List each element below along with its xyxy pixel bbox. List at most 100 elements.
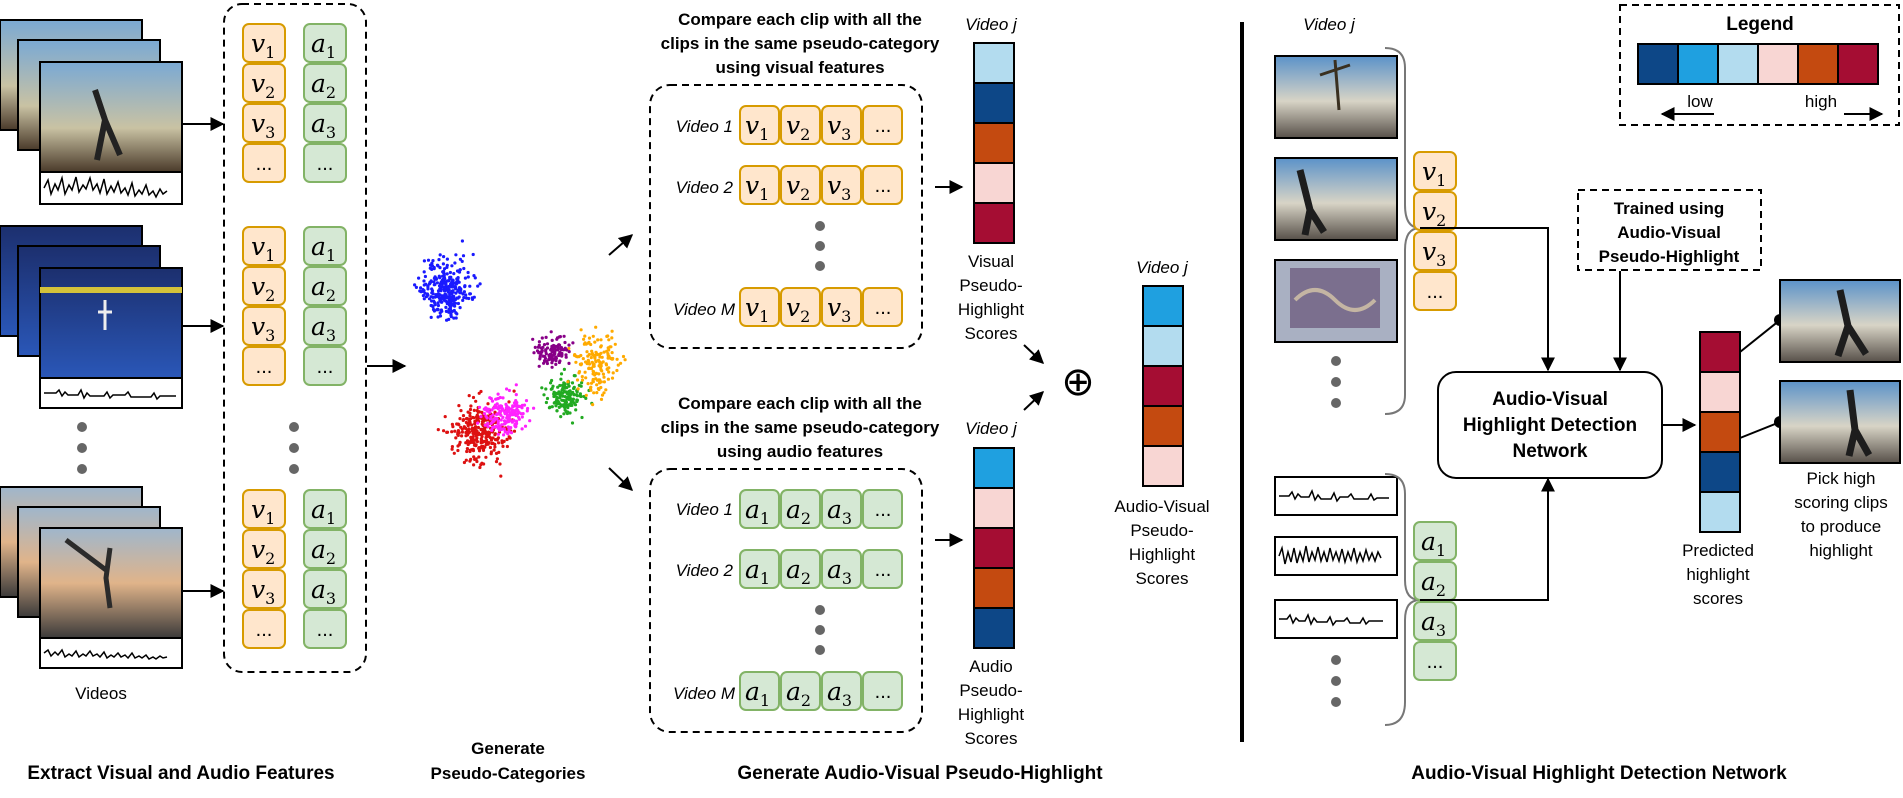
scatter-point [583,370,587,374]
svg-text:v2: v2 [251,272,275,305]
scatter-point [514,413,518,418]
scatter-point [493,410,497,414]
scatter-point [423,291,427,295]
scatter-point [575,378,580,382]
scatter-point [428,263,433,267]
scatter-point [501,396,505,400]
section-title-extract: Extract Visual and Audio Features [27,763,334,784]
combined-score-column [1142,285,1184,487]
scatter-point [480,420,485,424]
scatter-point [484,455,488,459]
scatter-point [439,287,443,291]
scatter-point [597,372,601,376]
scatter-point [453,301,458,305]
feature-cell [862,105,903,145]
scatter-point [517,417,521,421]
scatter-point [590,349,594,353]
scatter-point [558,383,562,388]
scatter-point [509,426,513,430]
scatter-point [460,239,464,243]
scatter-point [457,404,461,408]
scatter-point [616,363,620,367]
scatter-point [566,410,570,414]
scatter-point [598,361,602,365]
scatter-point [449,315,453,319]
scatter-point [506,425,510,429]
scatter-point [466,442,470,447]
scatter-point [485,407,489,411]
feature-group-2: v1 v2 v3 ... a1 a2 a3 ... [242,226,347,386]
scatter-point [564,355,568,359]
scatter-point [452,316,456,320]
scatter-point [545,346,550,350]
scatter-point [494,460,499,464]
scatter-point [540,386,544,390]
scatter-point [613,342,617,346]
network-audio-waves [1274,476,1398,639]
scatter-point [537,364,541,368]
scatter-point [435,281,439,285]
scatter-point [465,447,469,451]
scatter-point [579,328,583,332]
svg-text:Video M: Video M [673,300,736,319]
scatter-point [445,272,449,276]
video-dots [77,422,87,474]
scatter-point [557,405,561,409]
scatter-point [574,408,578,412]
scatter-point [442,429,446,433]
scatter-point [544,335,548,339]
scatter-point [443,289,447,293]
scatter-point [471,447,475,451]
svg-text:Pseudo-: Pseudo- [959,276,1022,295]
scatter-point [468,292,472,296]
scatter-point [595,391,599,395]
scatter-point [499,418,503,422]
scatter-point [469,404,473,408]
svg-text:Visual: Visual [968,252,1014,271]
scatter-point [520,406,524,410]
pseudo-category-scatter [413,239,627,478]
scatter-point [573,374,577,378]
scatter-point [450,430,454,434]
scatter-point [571,397,576,401]
scatter-point [560,403,564,408]
scatter-point [464,434,468,438]
legend-high: high [1805,92,1837,111]
scatter-point [552,401,556,405]
scatter-point [569,403,573,407]
svg-text:Scores: Scores [965,324,1018,343]
scatter-point [487,431,492,435]
scatter-point [528,419,532,423]
scatter-point [591,353,595,357]
scatter-point [451,290,455,294]
trained-line2: Audio-Visual [1617,223,1721,242]
scatter-point [591,377,595,382]
scatter-point [455,281,459,285]
svg-text:Pseudo-: Pseudo- [1130,521,1193,540]
scatter-point [512,429,517,433]
compare-visual-line2: clips in the same pseudo-category [661,34,940,53]
scatter-point [488,436,492,440]
scatter-point [477,449,482,453]
scatter-point [514,393,518,397]
svg-text:...: ... [256,619,273,641]
scatter-point [453,297,458,302]
scatter-point [462,266,466,271]
svg-text:Pseudo-: Pseudo- [959,681,1022,700]
scatter-point [466,417,470,421]
scatter-point [432,309,436,313]
scatter-point [495,412,499,417]
scatter-point [525,409,529,413]
legend-title: Legend [1726,14,1794,35]
scatter-point [515,404,519,408]
trained-using-box [1577,189,1762,271]
scatter-point [563,405,567,409]
feature-ellipsis: ... [875,681,892,703]
scatter-point [619,361,623,365]
scatter-point [550,386,554,391]
scatter-point [540,336,544,340]
scatter-point [451,285,455,289]
svg-text:v1: v1 [251,495,275,528]
scatter-point [454,316,458,320]
